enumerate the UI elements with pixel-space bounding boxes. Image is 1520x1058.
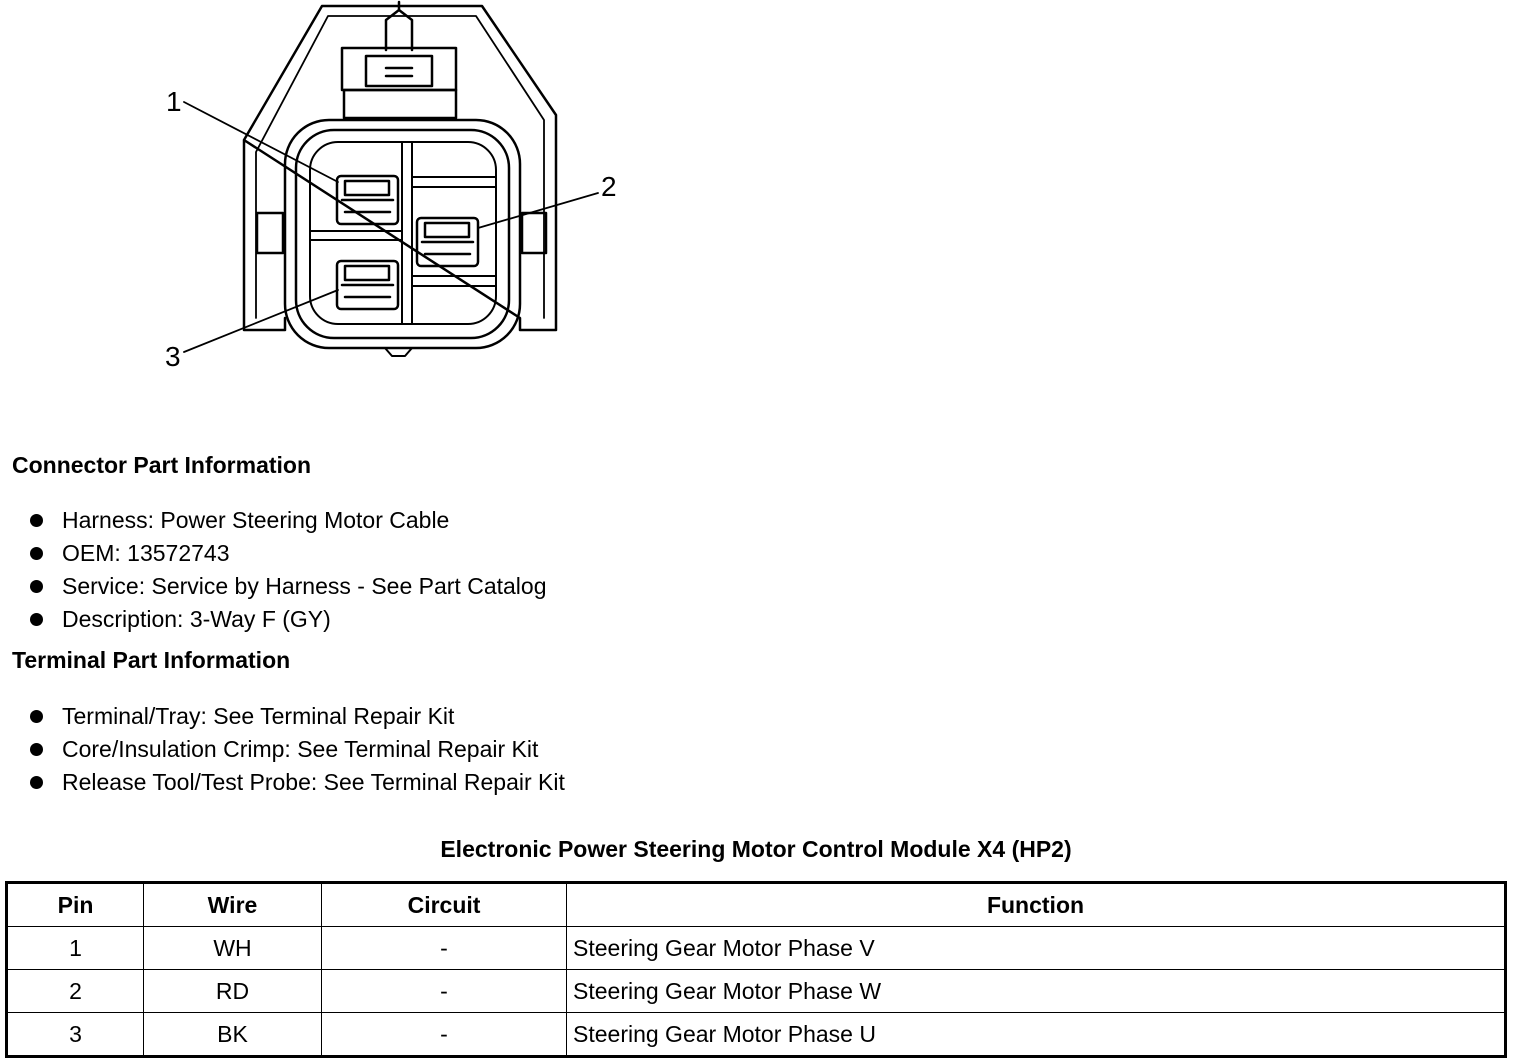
table-header-row: Pin Wire Circuit Function	[6, 882, 1506, 927]
terminal-cavity-2	[415, 216, 480, 268]
function-cell: Steering Gear Motor Phase V	[566, 926, 1506, 970]
seal-outer	[283, 118, 522, 350]
connector-info-list: Harness: Power Steering Motor Cable OEM:…	[30, 504, 546, 636]
pin-cell: 3	[6, 1012, 144, 1057]
list-item: Release Tool/Test Probe: See Terminal Re…	[30, 766, 565, 799]
circuit-cell: -	[321, 926, 567, 970]
list-item: Core/Insulation Crimp: See Terminal Repa…	[30, 733, 565, 766]
table-row: 2 RD - Steering Gear Motor Phase W	[6, 969, 1506, 1013]
table-row: 1 WH - Steering Gear Motor Phase V	[6, 926, 1506, 970]
table-row: 3 BK - Steering Gear Motor Phase U	[6, 1012, 1506, 1057]
table-title: Electronic Power Steering Motor Control …	[440, 836, 1072, 862]
circuit-cell: -	[321, 1012, 567, 1057]
list-item: Description: 3-Way F (GY)	[30, 603, 546, 636]
pin-cell: 2	[6, 969, 144, 1013]
terminal-cavity-1	[335, 174, 400, 226]
housing-inner-edge	[255, 15, 545, 319]
list-item: Harness: Power Steering Motor Cable	[30, 504, 546, 537]
callout-1: 1	[166, 86, 182, 117]
function-cell: Steering Gear Motor Phase W	[566, 969, 1506, 1013]
right-side-tab	[520, 211, 548, 255]
callout-3: 3	[165, 341, 181, 372]
wire-cell: BK	[143, 1012, 322, 1057]
left-side-tab	[255, 211, 285, 255]
terminal-info-heading: Terminal Part Information	[12, 647, 291, 673]
column-header-pin: Pin	[6, 882, 144, 927]
wire-cell: WH	[143, 926, 322, 970]
list-item: Service: Service by Harness - See Part C…	[30, 570, 546, 603]
bottom-key	[384, 347, 413, 357]
terminal-info-list: Terminal/Tray: See Terminal Repair Kit C…	[30, 700, 565, 799]
column-header-wire: Wire	[143, 882, 322, 927]
function-cell: Steering Gear Motor Phase U	[566, 1012, 1506, 1057]
connector-housing	[242, 4, 558, 332]
pin-cell: 1	[6, 926, 144, 970]
leader-line-3	[183, 289, 339, 353]
connector-diagram: 1 2 3	[165, 0, 617, 372]
seal-inner	[294, 128, 511, 340]
circuit-cell: -	[321, 969, 567, 1013]
leader-line-2	[477, 192, 599, 229]
callout-2: 2	[601, 171, 617, 202]
locking-latch	[340, 0, 458, 120]
list-item: OEM: 13572743	[30, 537, 546, 570]
cavity-dividers	[309, 141, 497, 325]
column-header-circuit: Circuit	[321, 882, 567, 927]
list-item: Terminal/Tray: See Terminal Repair Kit	[30, 700, 565, 733]
column-header-function: Function	[566, 882, 1506, 927]
wire-cell: RD	[143, 969, 322, 1013]
connector-info-heading: Connector Part Information	[12, 452, 312, 478]
leader-line-1	[183, 101, 339, 183]
terminal-cavity-3	[335, 259, 400, 311]
pin-table: Pin Wire Circuit Function 1 WH - Steerin…	[5, 881, 1507, 1058]
